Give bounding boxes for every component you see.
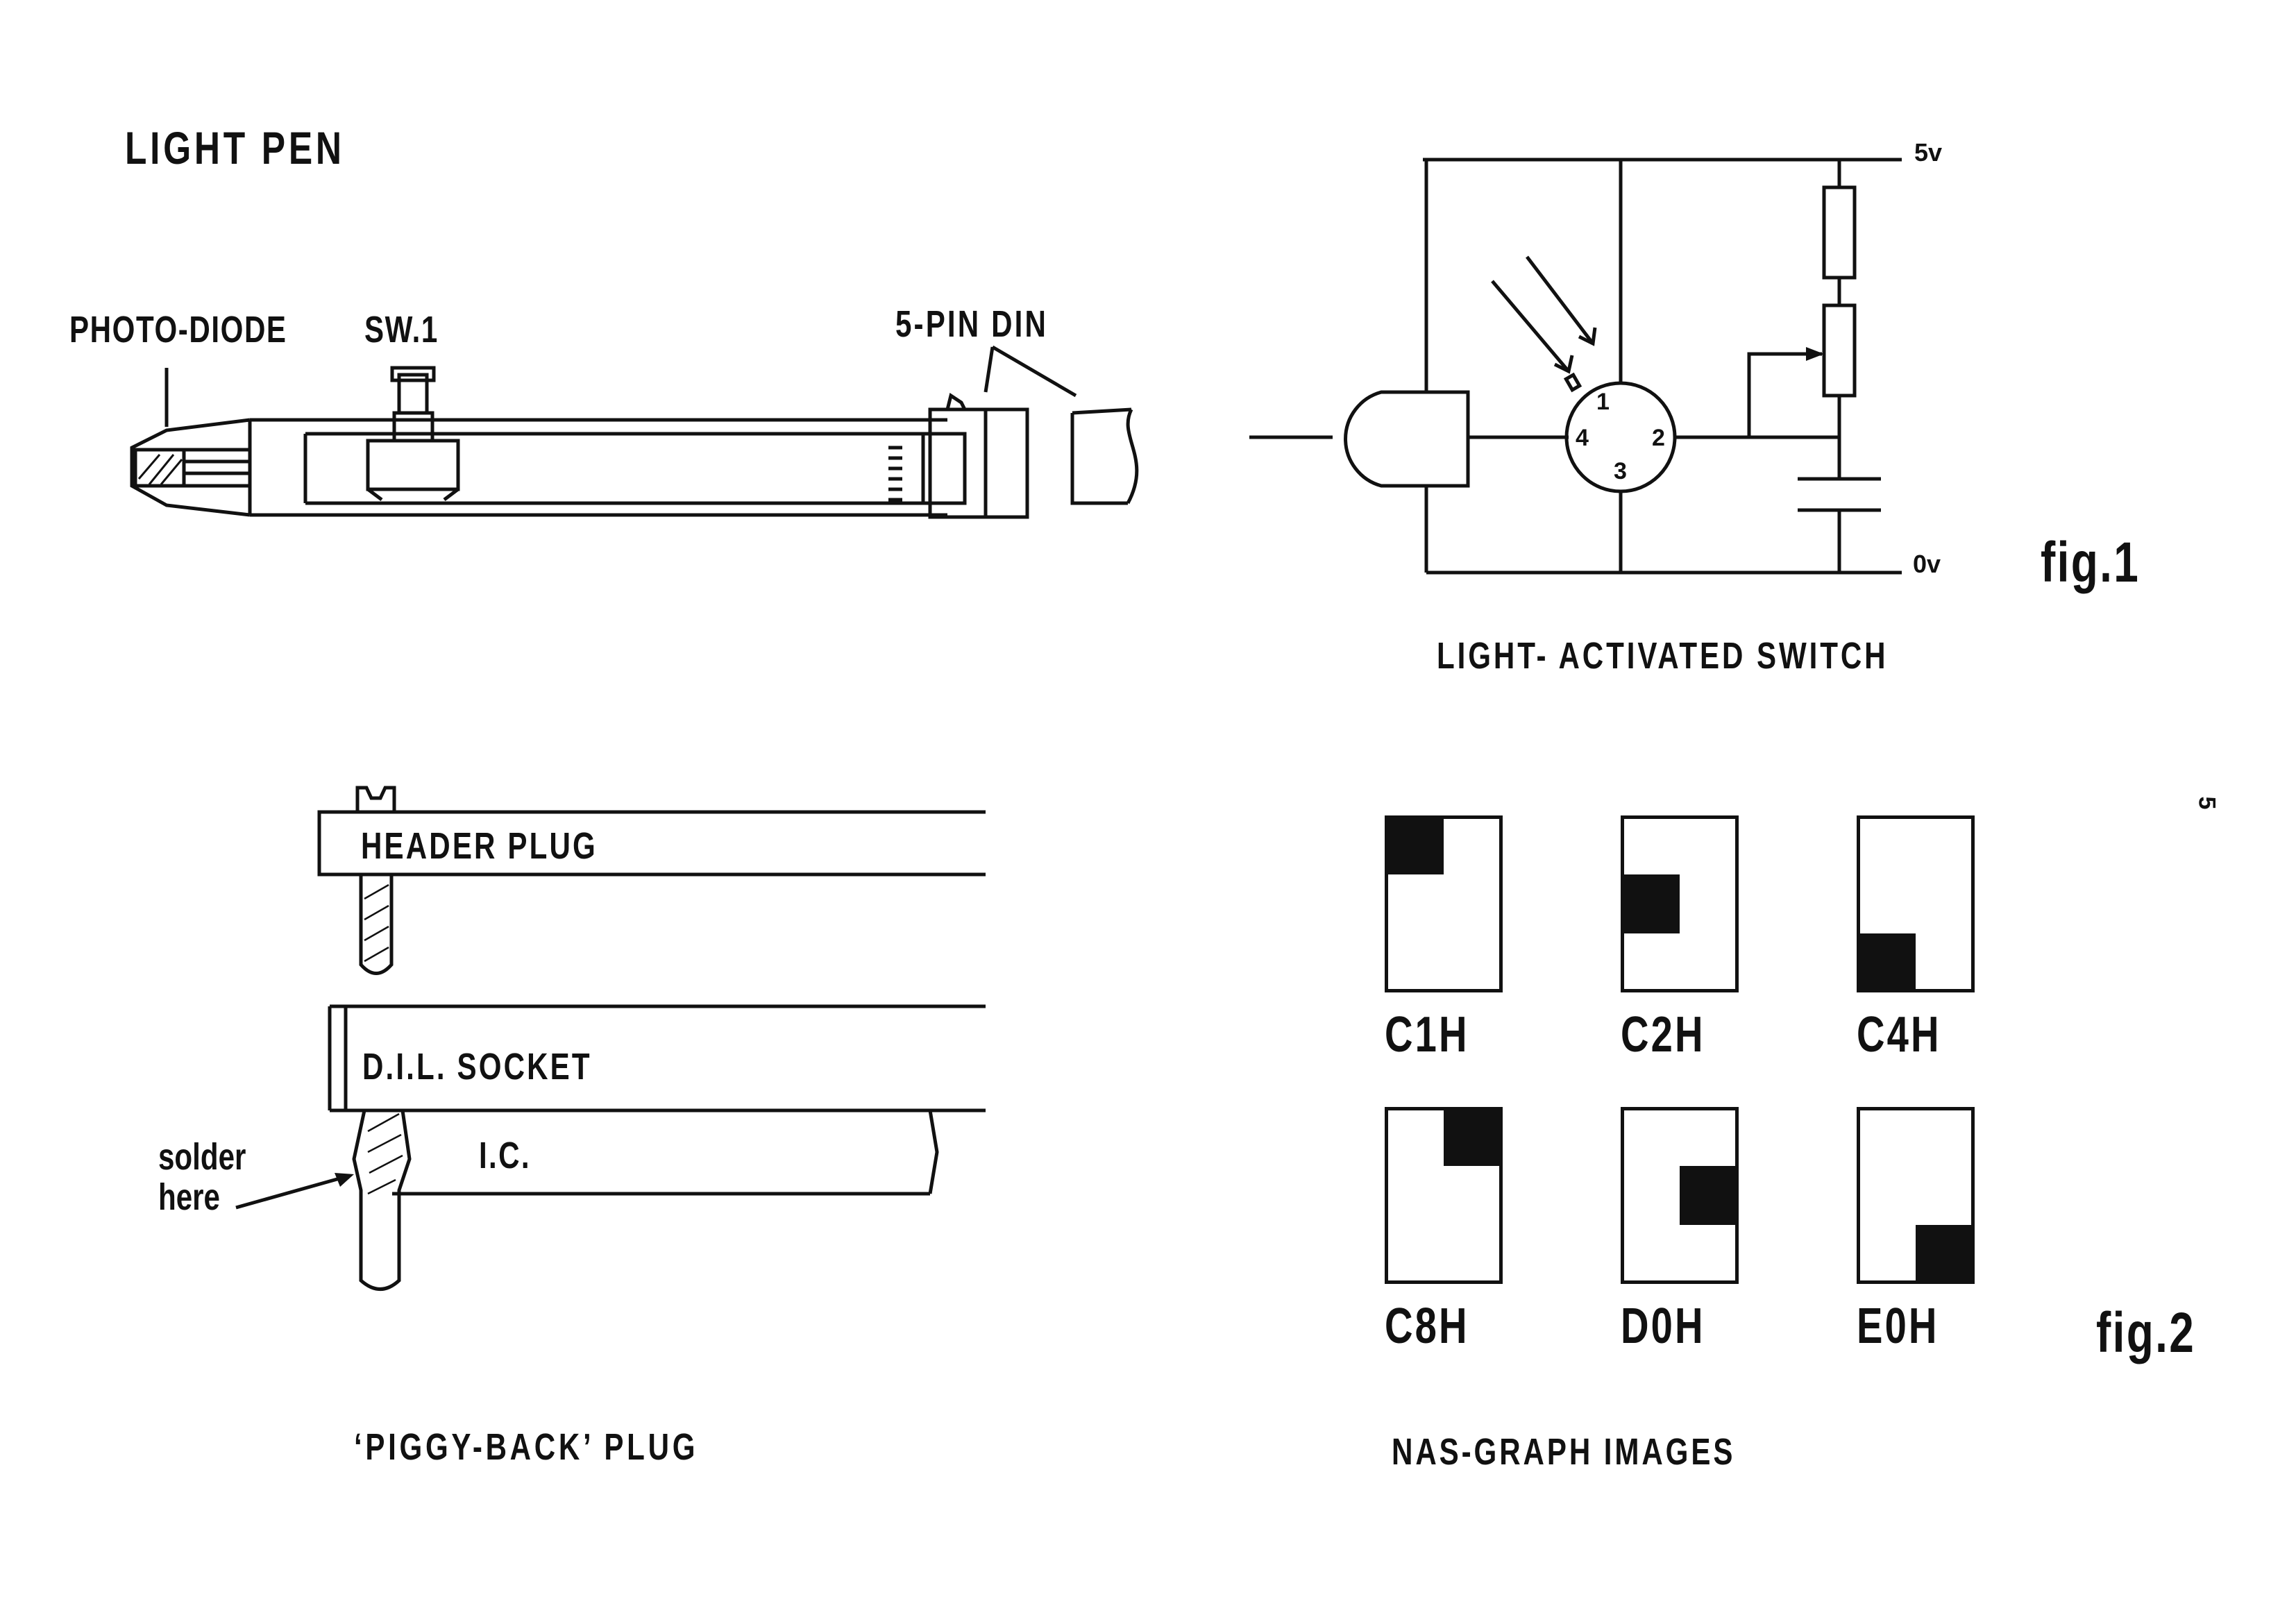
nas-image-block — [1680, 1166, 1739, 1225]
fig2-label: fig.2 — [2096, 1301, 2196, 1364]
svg-text:4: 4 — [1576, 425, 1589, 451]
solder-label-line2: here — [158, 1176, 220, 1218]
nas-image-c4h — [1857, 815, 1975, 992]
nas-image-c8h — [1385, 1107, 1503, 1284]
svg-text:1: 1 — [1596, 389, 1610, 415]
nas-image-c1h — [1385, 815, 1503, 992]
piggy-back-caption: ‘PIGGY-BACK’ PLUG — [354, 1426, 699, 1468]
nas-image-c2h — [1621, 815, 1739, 992]
nas-image-code: C8H — [1385, 1299, 1469, 1354]
nas-image-code: C4H — [1857, 1007, 1941, 1063]
header-plug-label: HEADER PLUG — [361, 825, 598, 867]
nas-image-block — [1385, 815, 1444, 874]
nas-image-d0h — [1621, 1107, 1739, 1284]
nas-image-block — [1857, 933, 1916, 992]
fig1-caption: LIGHT- ACTIVATED SWITCH — [1437, 635, 1889, 677]
supply-label: 5v — [1914, 138, 1943, 167]
nas-image-e0h — [1857, 1107, 1975, 1284]
dil-socket-label: D.I.L. SOCKET — [362, 1046, 592, 1088]
nas-image-block — [1916, 1225, 1975, 1284]
ic-label: I.C. — [479, 1135, 531, 1176]
fig1-label: fig.1 — [2041, 531, 2141, 594]
nas-image-code: E0H — [1857, 1299, 1939, 1354]
svg-text:3: 3 — [1614, 458, 1627, 484]
nas-image-block — [1621, 874, 1680, 933]
nas-image-code: C2H — [1621, 1007, 1705, 1063]
piggy-back-plug-drawing — [235, 786, 986, 1291]
page-title: LIGHT PEN — [125, 122, 345, 174]
light-activated-switch-circuit: 1 2 3 4 — [1249, 158, 1902, 575]
nas-image-code: D0H — [1621, 1299, 1705, 1354]
svg-text:2: 2 — [1652, 425, 1665, 451]
switch-label: SW.1 — [364, 309, 439, 350]
light-pen-drawing — [130, 345, 1139, 519]
solder-label-line1: solder — [158, 1136, 246, 1178]
fig2-caption: NAS-GRAPH IMAGES — [1392, 1431, 1736, 1473]
photo-diode-label: PHOTO-DIODE — [69, 309, 287, 350]
page-number: 5 — [2193, 796, 2220, 810]
ground-label: 0v — [1913, 550, 1941, 578]
nas-image-block — [1444, 1107, 1503, 1166]
din-label: 5-PIN DIN — [895, 303, 1048, 345]
nas-image-code: C1H — [1385, 1007, 1469, 1063]
